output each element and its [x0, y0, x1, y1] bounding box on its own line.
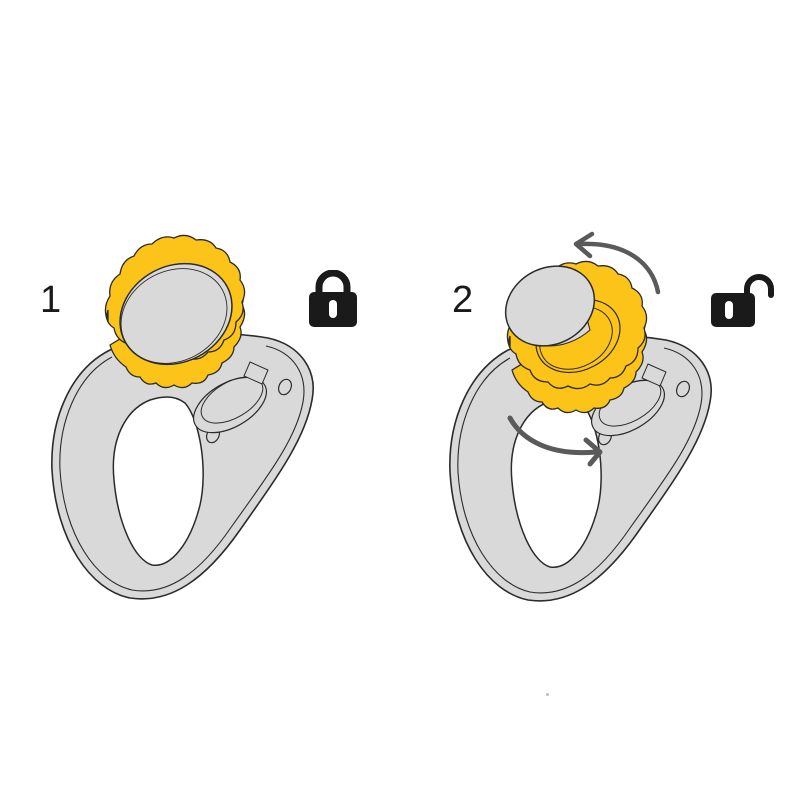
- step-number-2: 2: [452, 279, 474, 321]
- hanger-illustration-locked: [51, 234, 314, 600]
- bolt-base: [193, 361, 269, 434]
- counterclockwise-top-arrow: [573, 231, 661, 295]
- stray-dot: [546, 693, 549, 696]
- knurled-knob: [104, 234, 246, 389]
- step-number-1: 1: [40, 279, 62, 321]
- step-1-panel: 1: [40, 234, 357, 600]
- lock-open-icon: [711, 274, 774, 327]
- hanger-illustration-unlocked: [449, 231, 712, 602]
- step-2-panel: 2: [400, 0, 800, 800]
- counterclockwise-bottom-arrow: [507, 415, 603, 467]
- knurled-knob: [504, 260, 648, 414]
- lock-closed-icon: [309, 270, 357, 327]
